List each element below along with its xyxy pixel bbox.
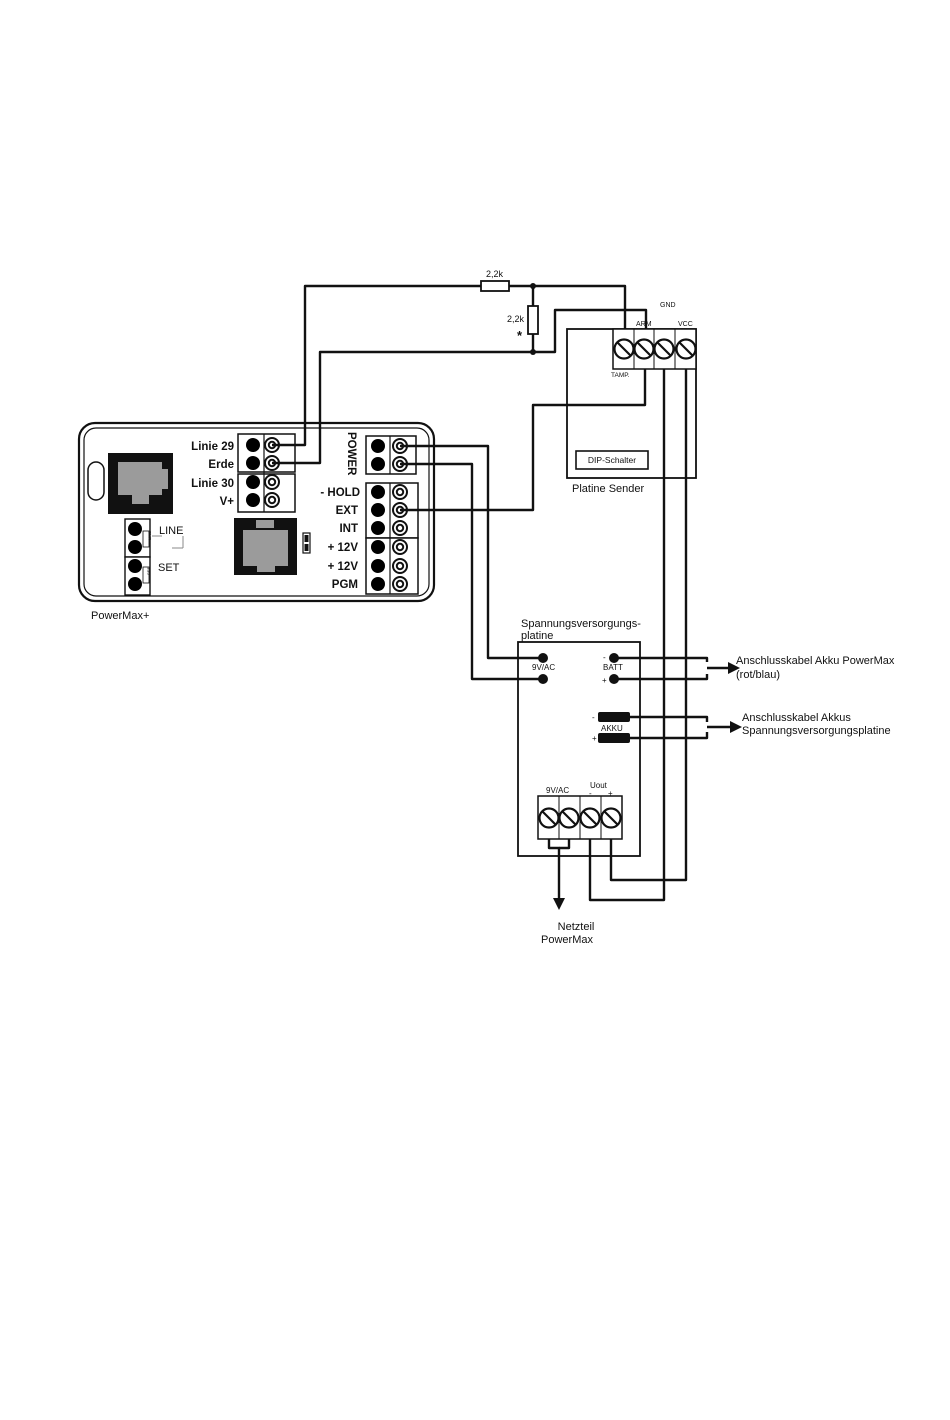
junction-dot (530, 283, 536, 289)
psu-batt-pin (609, 674, 619, 684)
dip-switch-label: DIP-Schalter (588, 455, 636, 465)
resistor-r2: 2,2k * (507, 305, 539, 343)
psu-uout-minus: - (589, 789, 592, 798)
psu-board: 9V/AC BATT - + AKKU - + 9V/AC Uout - + (517, 641, 641, 857)
psu-title-2: platine (521, 630, 553, 642)
psu-title-1: Spannungsversorgungs- (521, 618, 641, 630)
cable-akku-powermax-2: (rot/blau) (736, 669, 780, 681)
set-small-label: SET (146, 567, 151, 575)
mounting-slot (87, 461, 105, 501)
powermax-label: PowerMax+ (91, 610, 149, 622)
psu-ac-label: 9V/AC (532, 663, 555, 672)
sender-tamp-label: TAMP. (611, 372, 630, 379)
cable-akkus-2: Spannungsversorgungsplatine (742, 725, 891, 737)
terminal-label-int: INT (339, 523, 358, 535)
psu-batt-plus: + (602, 676, 607, 685)
jumper-icon (302, 532, 311, 554)
cable-akkus-1: Anschlusskabel Akkus (742, 712, 851, 724)
sender-gnd-label: GND (660, 302, 676, 309)
psu-batt-pin (609, 653, 619, 663)
sender-vcc-label: VCC (678, 321, 693, 328)
rj-jack-icon (234, 518, 297, 575)
terminal-label-hold: - HOLD (320, 487, 360, 499)
netzteil-label-2: PowerMax (541, 934, 593, 946)
powermax-panel: LINE LINE SET SET Linie 29 Erde (77, 421, 436, 603)
psu-term-ac-label: 9V/AC (546, 786, 569, 795)
zone-terminal-block: Linie 29 Erde Linie 30 V+ (191, 433, 296, 513)
terminal-label-12v-2: + 12V (328, 561, 359, 573)
terminal-label-v-plus: V+ (220, 496, 235, 508)
arrow-icon (728, 662, 740, 674)
terminal-label-12v-1: + 12V (328, 542, 359, 554)
resistor-r2-mark: * (517, 328, 523, 343)
arrow-icon (553, 898, 565, 910)
psu-ac-pin (538, 653, 548, 663)
set-label: SET (158, 562, 180, 574)
psu-uout-label: Uout (590, 781, 608, 790)
line-small-label: LINE (147, 531, 152, 540)
power-terminal-block: POWER (345, 432, 417, 476)
cable-akku-powermax-1: Anschlusskabel Akku PowerMax (736, 655, 895, 667)
arrow-icon (730, 721, 742, 733)
terminal-label-ext: EXT (336, 505, 358, 517)
psu-akku-label: AKKU (601, 724, 623, 733)
junction-dot (530, 349, 536, 355)
psu-akku-minus: - (592, 713, 595, 722)
set-terminal-block: SET SET (124, 556, 180, 596)
psu-uout-plus: + (608, 789, 613, 798)
psu-batt-label: BATT (603, 663, 623, 672)
psu-akku-plus: + (592, 734, 597, 743)
dip-switch (575, 450, 649, 470)
sender-board: GND ARM VCC TAMP. DIP-Schalter (566, 302, 697, 479)
terminal-label-pgm: PGM (332, 579, 358, 591)
psu-ac-pin (538, 674, 548, 684)
akku-connector (598, 712, 630, 722)
netzteil-label-1: Netzteil (558, 921, 595, 933)
resistor-r2-value: 2,2k (507, 314, 525, 324)
resistor-r1: 2,2k (480, 269, 510, 292)
wires (272, 284, 730, 902)
output-terminal-block: - HOLD EXT INT + 12V + 12V PGM (320, 482, 419, 595)
line-terminal-block: LINE LINE (124, 518, 184, 558)
sender-title: Platine Sender (572, 483, 644, 495)
akku-connector (598, 733, 630, 743)
terminal-label-linie-30: Linie 30 (191, 478, 234, 490)
sender-arm-label: ARM (636, 321, 652, 328)
resistor-r1-value: 2,2k (486, 269, 504, 279)
terminal-label-linie-29: Linie 29 (191, 441, 234, 453)
rj-jack-icon (108, 453, 173, 514)
power-label: POWER (345, 432, 357, 476)
terminal-label-erde: Erde (208, 459, 234, 471)
line-label: LINE (159, 525, 183, 537)
psu-batt-minus: - (603, 653, 606, 662)
